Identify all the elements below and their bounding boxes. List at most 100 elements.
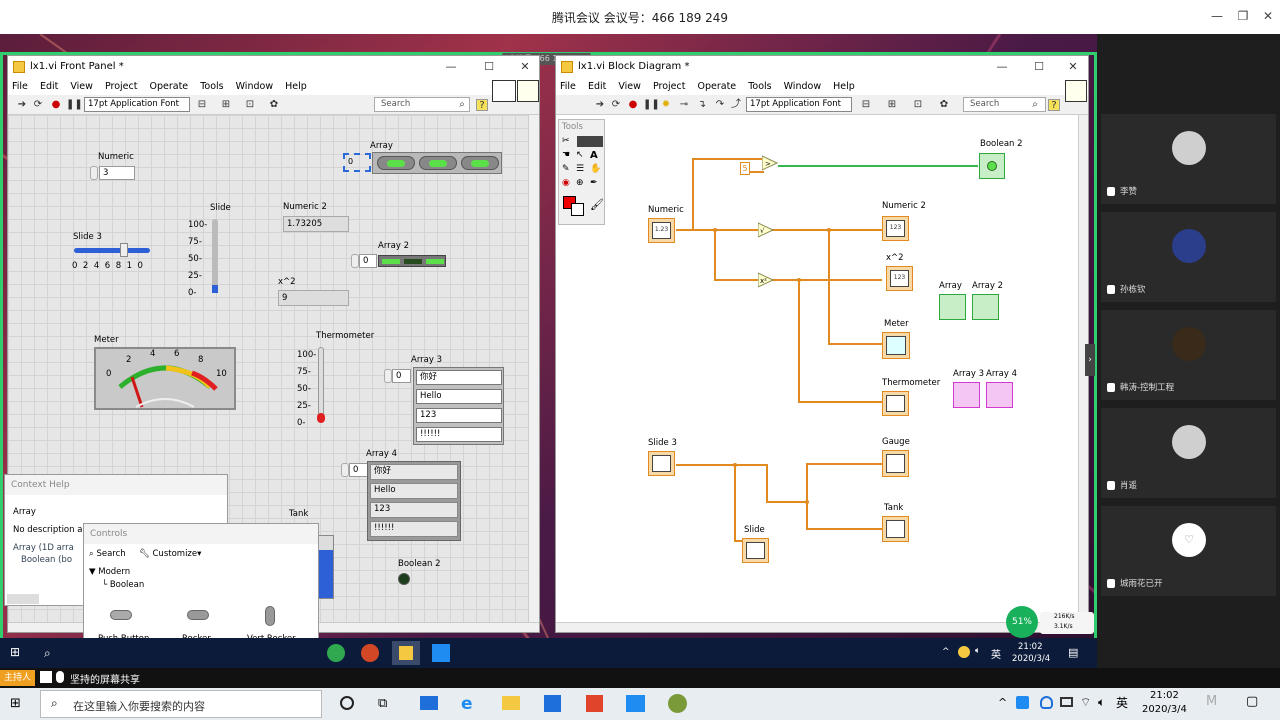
reorder-icon[interactable]: ✿ [269,99,279,110]
help-icon[interactable]: ? [476,99,488,111]
breakpoint-tool-icon[interactable]: ◉ [562,178,570,188]
run-arrow-icon[interactable]: ➔ [17,99,27,110]
menu-window[interactable]: Window [783,81,822,92]
menu-file[interactable]: File [560,81,576,92]
array3-element[interactable]: 你好 [416,370,502,385]
auto-tool-bar[interactable] [577,136,603,147]
numeric-input[interactable]: 3 [99,166,135,180]
volume-icon[interactable]: 🔈︎ [1098,695,1106,709]
clock-time[interactable]: 21:02 [1150,690,1179,701]
color-copy-tool-icon[interactable]: ✒ [590,178,598,188]
menu-edit[interactable]: Edit [39,81,59,92]
array-index-control[interactable]: 0 [343,153,371,172]
search-input[interactable]: Search [963,97,1046,112]
array2-index[interactable]: 0 [359,254,377,268]
participant-tile[interactable]: 孙栋钦 [1101,212,1276,302]
participant-tile[interactable]: 韩涛-控制工程 [1101,310,1276,400]
bd-numeric2-terminal[interactable]: 123 [882,216,909,241]
task-view-icon[interactable]: ⧉ [378,696,388,711]
array3-index[interactable]: 0 [392,369,411,383]
run-continuous-icon[interactable]: ⟳ [611,99,621,110]
close-icon[interactable]: ✕ [1262,9,1274,23]
participant-tile[interactable]: 李赞 [1101,114,1276,204]
bd-array3-terminal[interactable] [953,382,980,408]
taskbar-search-box[interactable]: ⌕ 在这里输入你要搜索的内容 [40,690,322,718]
bd-thermometer-terminal[interactable] [882,391,909,416]
menu-file[interactable]: File [12,81,28,92]
pause-icon[interactable]: ❚❚ [66,99,83,110]
tray-up-icon[interactable]: ^ [942,647,950,657]
meeting-tray-icon[interactable]: M [1206,694,1218,709]
square-node[interactable]: x² [758,272,774,288]
menu-tools[interactable]: Tools [200,81,224,92]
step-over-icon[interactable]: ↷ [715,99,725,110]
retain-wire-icon[interactable]: ⊸ [679,99,689,110]
menu-project[interactable]: Project [104,81,138,92]
array3-spinner[interactable] [384,369,392,383]
array3-element[interactable]: !!!!!! [416,427,502,442]
color-tool-icon[interactable]: 🖌︎ [590,198,604,211]
search-icon[interactable]: ⌕ [1032,99,1038,110]
array-element-button[interactable] [461,156,499,170]
search-icon[interactable]: ⌕ [44,646,51,660]
menu-window[interactable]: Window [235,81,274,92]
bd-slide3-terminal[interactable] [648,451,675,476]
help-icon[interactable]: ? [1048,99,1060,111]
array3-element[interactable]: 123 [416,408,502,423]
tray-up-icon[interactable]: ^ [998,696,1008,709]
windows-start-icon[interactable]: ⊞ [10,696,21,711]
clock-date[interactable]: 2020/3/4 [1142,704,1187,715]
vertical-scrollbar[interactable] [1078,115,1088,625]
font-selector[interactable]: 17pt Application Font [746,97,852,112]
run-continuous-icon[interactable]: ⟳ [33,99,43,110]
greater-than-node[interactable]: > [762,155,778,171]
array2-spinner[interactable] [351,254,359,268]
array-element-button[interactable] [377,156,415,170]
align-icon[interactable]: ⊟ [861,99,871,110]
mail-icon[interactable] [420,696,438,710]
bd-numeric-terminal[interactable]: 1.23 [648,218,675,243]
connector-pane-icon[interactable] [492,80,516,102]
search-icon[interactable]: ⌕ [459,99,465,110]
align-icon[interactable]: ⊟ [197,99,207,110]
palette-search-button[interactable]: ⌕ Search [89,549,126,559]
participant-tile[interactable]: ♡城雨花已开 [1101,506,1276,596]
array3-element[interactable]: Hello [416,389,502,404]
menu-help[interactable]: Help [833,81,855,92]
run-arrow-icon[interactable]: ➔ [595,99,605,110]
edge-icon[interactable]: e [461,694,473,714]
probe-tool-icon[interactable]: ⊕ [576,178,584,188]
menu-view[interactable]: View [618,81,641,92]
menu-tools[interactable]: Tools [748,81,772,92]
vertical-scrollbar[interactable] [528,115,539,625]
cpu-usage-badge[interactable]: 51% [1006,606,1038,638]
vi-icon[interactable] [1065,80,1087,102]
tray-app-icon[interactable] [958,646,970,658]
minimize-icon[interactable]: — [1211,9,1223,23]
bd-array-terminal[interactable] [939,294,966,320]
ime-indicator[interactable]: 英 [1116,696,1129,710]
menu-view[interactable]: View [70,81,93,92]
notification-icon[interactable]: ▤ [1068,646,1079,659]
distribute-icon[interactable]: ⊞ [221,99,231,110]
app-icon-game[interactable] [668,694,687,713]
menu-help[interactable]: Help [285,81,307,92]
palette-tree-modern[interactable]: ▼ Modern [89,567,130,577]
labview-taskbar-button[interactable] [392,641,420,665]
distribute-icon[interactable]: ⊞ [887,99,897,110]
collapse-panel-arrow-icon[interactable]: › [1085,344,1095,376]
auto-tool-icon[interactable]: ✂ [562,136,570,146]
bd-x2-terminal[interactable]: 123 [886,266,913,291]
rocker-icon[interactable] [187,610,209,620]
pause-icon[interactable]: ❚❚ [643,99,660,110]
abort-icon[interactable]: ● [628,99,638,110]
bd-tank-terminal[interactable] [882,516,909,542]
powerpoint-icon[interactable] [361,644,379,662]
menu-project[interactable]: Project [652,81,686,92]
highlight-execution-icon[interactable]: ✹ [661,99,671,110]
font-selector[interactable]: 17pt Application Font [84,97,190,112]
participant-tile[interactable]: 肖遥 [1101,408,1276,498]
menu-operate[interactable]: Operate [697,81,737,92]
slide3-thumb[interactable] [120,243,128,257]
slide3-track[interactable] [74,248,150,253]
